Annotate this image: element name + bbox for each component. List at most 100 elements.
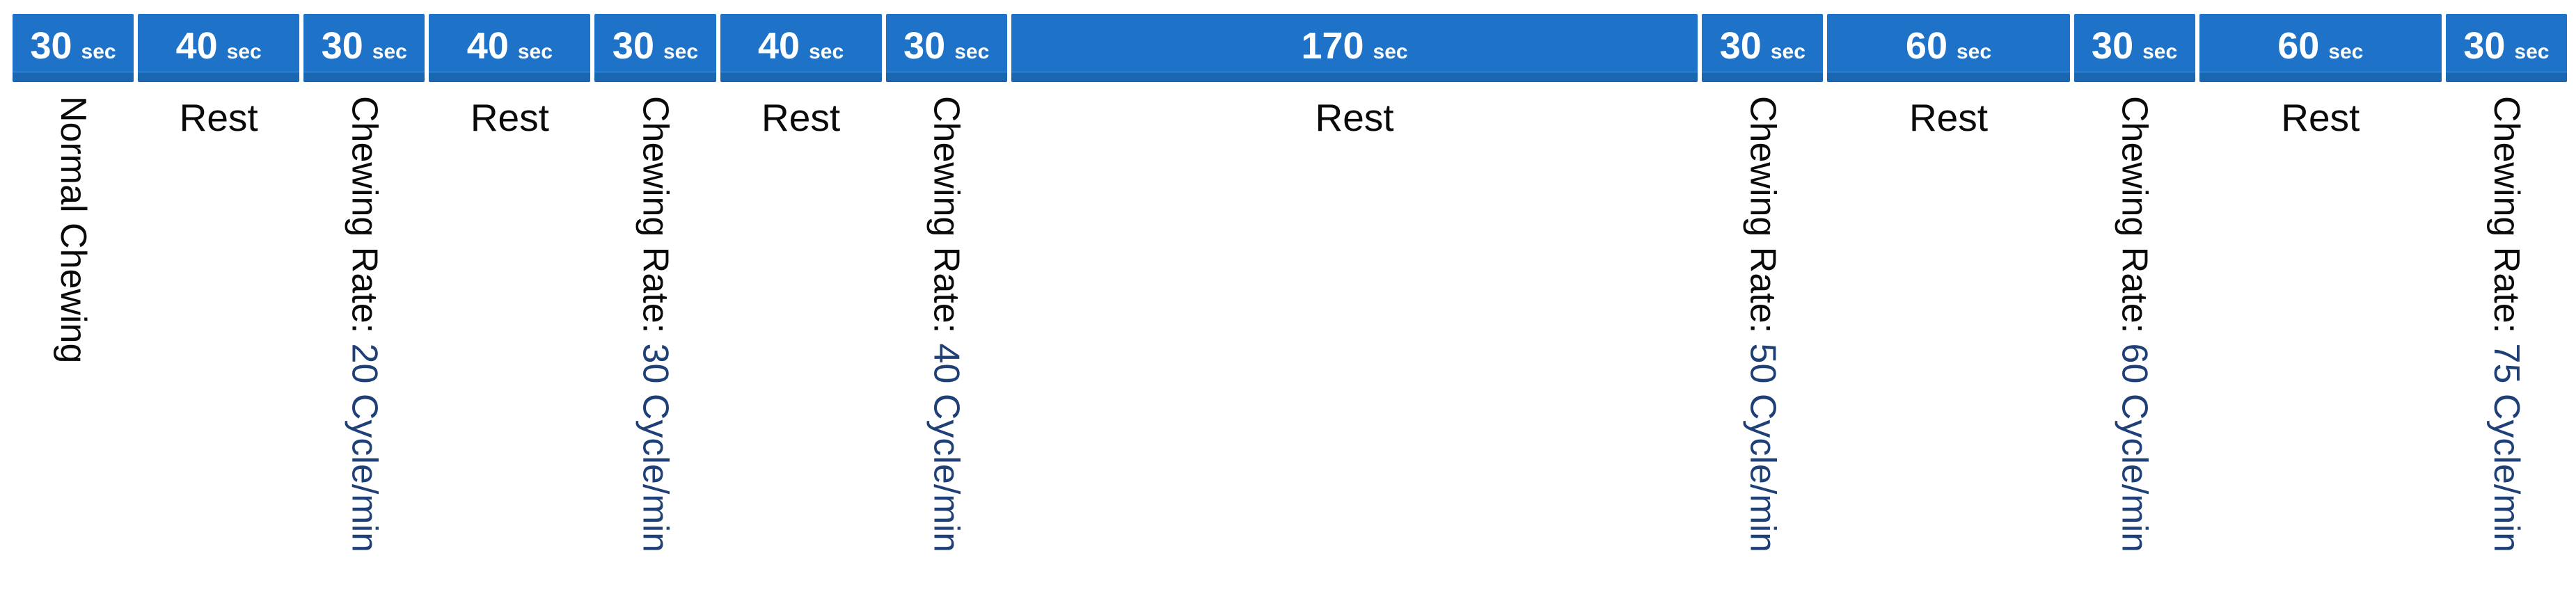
rest-label: Rest xyxy=(1909,96,1989,139)
segment-label-area: Chewing Rate: 40 Cycle/min xyxy=(886,82,1007,592)
segment-label-area: Chewing Rate: 50 Cycle/min xyxy=(1702,82,1823,592)
rest-label: Rest xyxy=(761,96,841,139)
segment-label-area: Rest xyxy=(1827,82,2069,592)
duration-label: 30 sec xyxy=(1720,27,1805,65)
duration-value: 30 xyxy=(612,25,654,67)
phase-label-text: Chewing Rate: xyxy=(2486,96,2527,344)
duration-value: 40 xyxy=(175,25,218,67)
chewing-rate-label: Chewing Rate: 50 Cycle/min xyxy=(1742,96,1783,553)
duration-bar: 30 sec xyxy=(13,14,134,82)
duration-bar: 30 sec xyxy=(594,14,716,82)
duration-label: 40 sec xyxy=(758,27,844,65)
segment-label-area: Chewing Rate: 20 Cycle/min xyxy=(303,82,425,592)
rate-value: 50 Cycle/min xyxy=(1742,343,1783,553)
chewing-rate-label: Chewing Rate: 30 Cycle/min xyxy=(635,96,676,553)
chewing-rate-label: Chewing Rate: 20 Cycle/min xyxy=(344,96,385,553)
duration-label: 30 sec xyxy=(30,27,116,65)
rate-value: 75 Cycle/min xyxy=(2486,343,2527,553)
duration-bar: 60 sec xyxy=(2199,14,2442,82)
phase-label-text: Chewing Rate: xyxy=(2114,96,2155,344)
duration-unit: sec xyxy=(2328,40,2364,63)
duration-bar: 30 sec xyxy=(1702,14,1824,82)
normal-chewing-label: Normal Chewing xyxy=(53,96,94,364)
phase-label-text: Normal Chewing xyxy=(53,96,94,364)
duration-label: 30 sec xyxy=(613,27,698,65)
duration-value: 40 xyxy=(466,25,509,67)
duration-unit: sec xyxy=(1770,40,1805,63)
duration-value: 30 xyxy=(321,25,363,67)
duration-bar: 60 sec xyxy=(1827,14,2070,82)
duration-label: 60 sec xyxy=(1906,27,1991,65)
duration-value: 60 xyxy=(1905,25,1947,67)
rate-value: 60 Cycle/min xyxy=(2114,343,2155,553)
duration-value: 60 xyxy=(2277,25,2320,67)
duration-bar: 30 sec xyxy=(885,14,1007,82)
chewing-rate-label: Chewing Rate: 75 Cycle/min xyxy=(2486,96,2527,553)
duration-label: 30 sec xyxy=(2463,27,2549,65)
duration-unit: sec xyxy=(2514,40,2550,63)
duration-unit: sec xyxy=(1373,40,1408,63)
segment-label-area: Rest xyxy=(1011,82,1698,592)
rate-value: 40 Cycle/min xyxy=(926,343,967,553)
duration-bar: 40 sec xyxy=(720,14,882,82)
phase-label-text: Chewing Rate: xyxy=(1742,96,1783,344)
segment-label-area: Rest xyxy=(2199,82,2442,592)
rest-label: Rest xyxy=(2281,96,2360,139)
phase-label-text: Chewing Rate: xyxy=(344,96,385,344)
duration-bar: 40 sec xyxy=(429,14,591,82)
duration-label: 60 sec xyxy=(2277,27,2363,65)
segment-label-area: Rest xyxy=(429,82,590,592)
duration-unit: sec xyxy=(809,40,844,63)
segment-label-area: Normal Chewing xyxy=(13,82,134,592)
segment-label-area: Chewing Rate: 60 Cycle/min xyxy=(2074,82,2195,592)
duration-value: 30 xyxy=(2092,25,2134,67)
rest-label: Rest xyxy=(470,96,549,139)
phase-label-text: Chewing Rate: xyxy=(926,96,967,344)
duration-unit: sec xyxy=(226,40,262,63)
duration-value: 30 xyxy=(2463,25,2506,67)
duration-label: 40 sec xyxy=(176,27,262,65)
duration-unit: sec xyxy=(517,40,553,63)
segment-label-area: Chewing Rate: 30 Cycle/min xyxy=(594,82,716,592)
duration-label: 30 sec xyxy=(903,27,989,65)
chewing-rate-label: Chewing Rate: 60 Cycle/min xyxy=(2114,96,2155,553)
duration-value: 40 xyxy=(758,25,800,67)
duration-value: 30 xyxy=(30,25,72,67)
rest-label: Rest xyxy=(179,96,258,139)
duration-bar: 30 sec xyxy=(303,14,425,82)
duration-unit: sec xyxy=(81,40,116,63)
duration-bar: 40 sec xyxy=(138,14,300,82)
duration-bar: 30 sec xyxy=(2445,14,2567,82)
duration-value: 30 xyxy=(1719,25,1762,67)
duration-label: 30 sec xyxy=(322,27,407,65)
chewing-rate-label: Chewing Rate: 40 Cycle/min xyxy=(926,96,967,553)
segment-label-area: Rest xyxy=(138,82,299,592)
segment-label-area: Chewing Rate: 75 Cycle/min xyxy=(2446,82,2567,592)
segment-label-area: Rest xyxy=(720,82,882,592)
rate-value: 20 Cycle/min xyxy=(344,343,385,553)
rate-value: 30 Cycle/min xyxy=(635,343,676,553)
duration-value: 30 xyxy=(903,25,946,67)
phase-label-text: Chewing Rate: xyxy=(635,96,676,344)
duration-unit: sec xyxy=(663,40,699,63)
duration-label: 40 sec xyxy=(467,27,553,65)
duration-unit: sec xyxy=(1956,40,1992,63)
duration-unit: sec xyxy=(954,40,990,63)
duration-unit: sec xyxy=(372,40,407,63)
